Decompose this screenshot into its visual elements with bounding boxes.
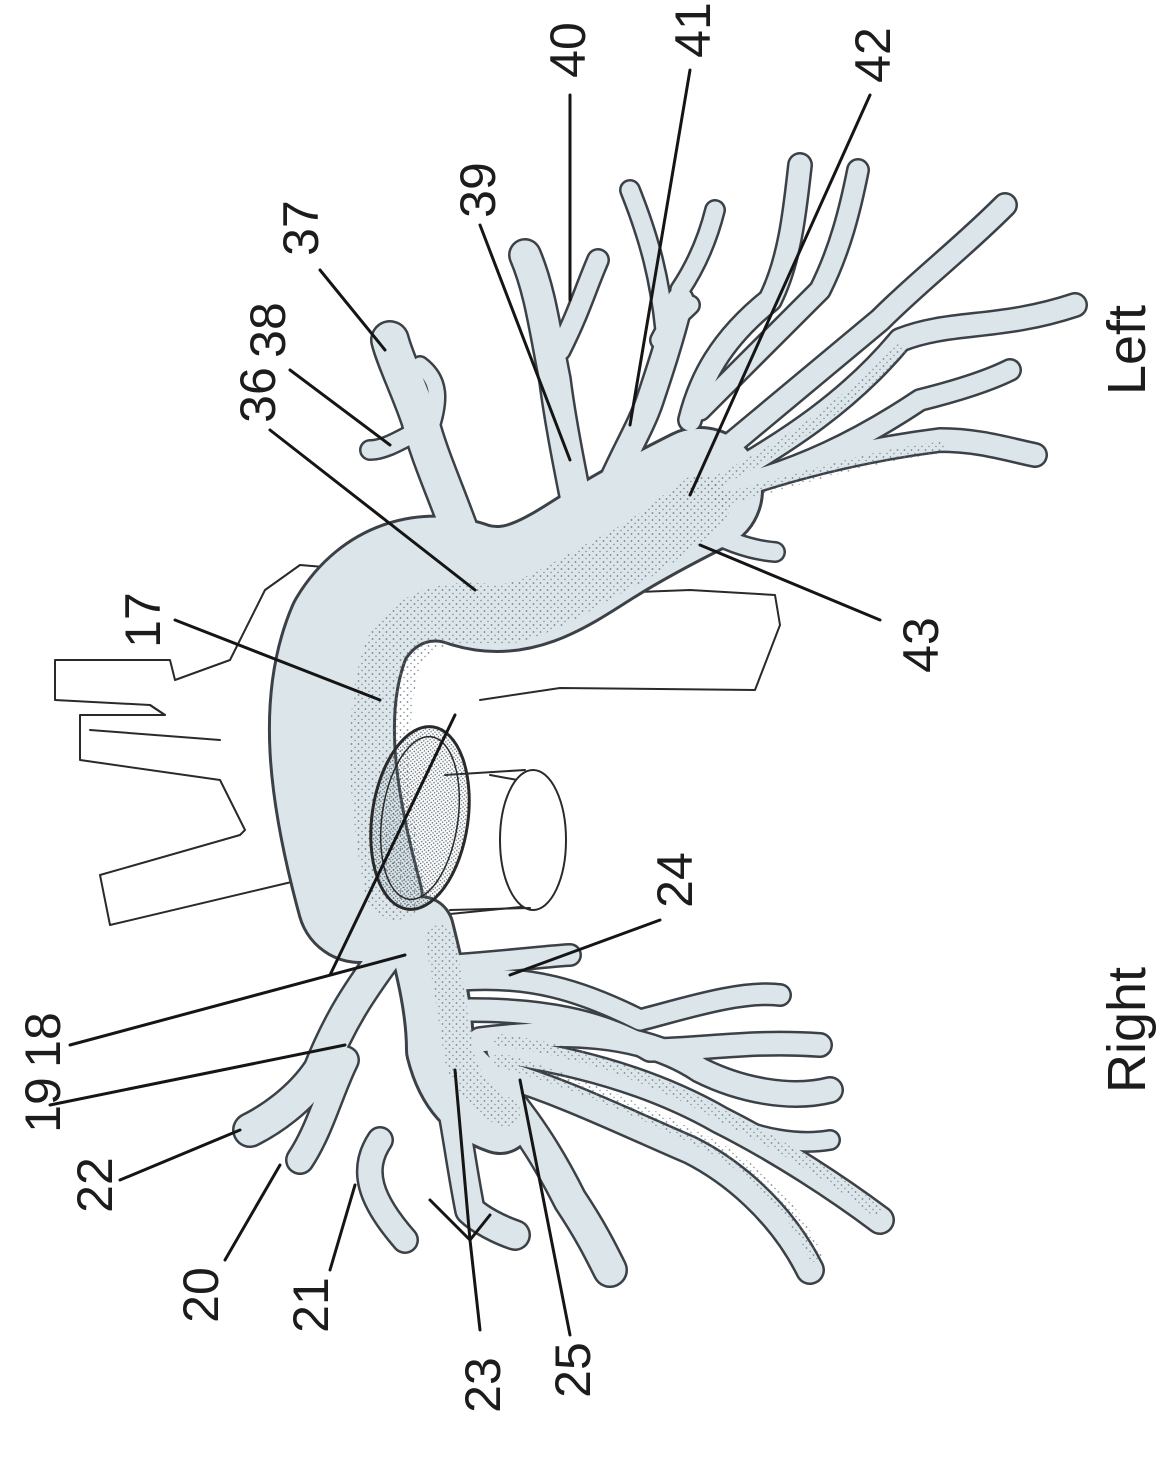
label-17: 17	[115, 592, 171, 648]
label-21: 21	[283, 1277, 339, 1333]
leader-20	[225, 1165, 280, 1260]
label-41: 41	[665, 2, 721, 58]
leader-37	[320, 270, 385, 350]
label-42: 42	[845, 27, 901, 83]
label-38: 38	[240, 302, 296, 358]
leader-43	[700, 545, 880, 620]
label-43: 43	[893, 617, 949, 673]
label-18: 18	[15, 1012, 71, 1068]
leader-38	[290, 370, 390, 445]
label-23: 23	[455, 1357, 511, 1413]
label-36: 36	[230, 367, 286, 423]
leader-22	[120, 1130, 240, 1180]
label-37: 37	[273, 200, 329, 256]
label-19: 19	[15, 1077, 71, 1133]
label-39: 39	[450, 162, 506, 218]
leader-23d	[470, 1240, 480, 1330]
label-right: Right	[1097, 967, 1157, 1093]
label-20: 20	[173, 1267, 229, 1323]
label-40: 40	[540, 22, 596, 78]
label-left: Left	[1097, 305, 1157, 395]
label-24: 24	[647, 852, 703, 908]
side-labels: Right Left	[1097, 305, 1157, 1093]
label-22: 22	[67, 1157, 123, 1213]
label-25: 25	[545, 1342, 601, 1398]
leader-21	[330, 1185, 355, 1270]
